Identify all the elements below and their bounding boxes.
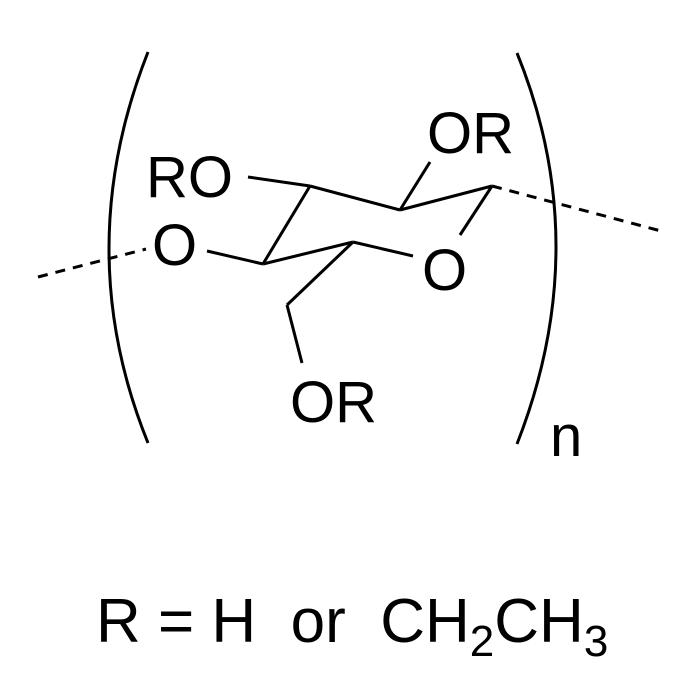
label-ro: RO: [146, 145, 233, 210]
label-or-bottom: OR: [290, 370, 377, 435]
right-dashed-bond: [491, 184, 662, 233]
legend-prefix: R = H or CH: [96, 587, 470, 656]
label-n-subscript: n: [550, 404, 582, 469]
legend-middle: CH: [494, 587, 584, 656]
legend-sub1: 2: [470, 617, 494, 666]
left-bracket: [107, 51, 150, 444]
legend-sub2: 3: [584, 617, 608, 666]
r-group-legend: R = H or CH2CH3: [96, 587, 608, 666]
right-bracket: [515, 52, 558, 445]
label-or-top: OR: [427, 101, 514, 166]
pyranose-ring: [206, 161, 494, 364]
label-o-ring: O: [422, 238, 467, 303]
left-dashed-bond: [37, 247, 147, 279]
label-o-glycosidic: O: [152, 213, 197, 278]
